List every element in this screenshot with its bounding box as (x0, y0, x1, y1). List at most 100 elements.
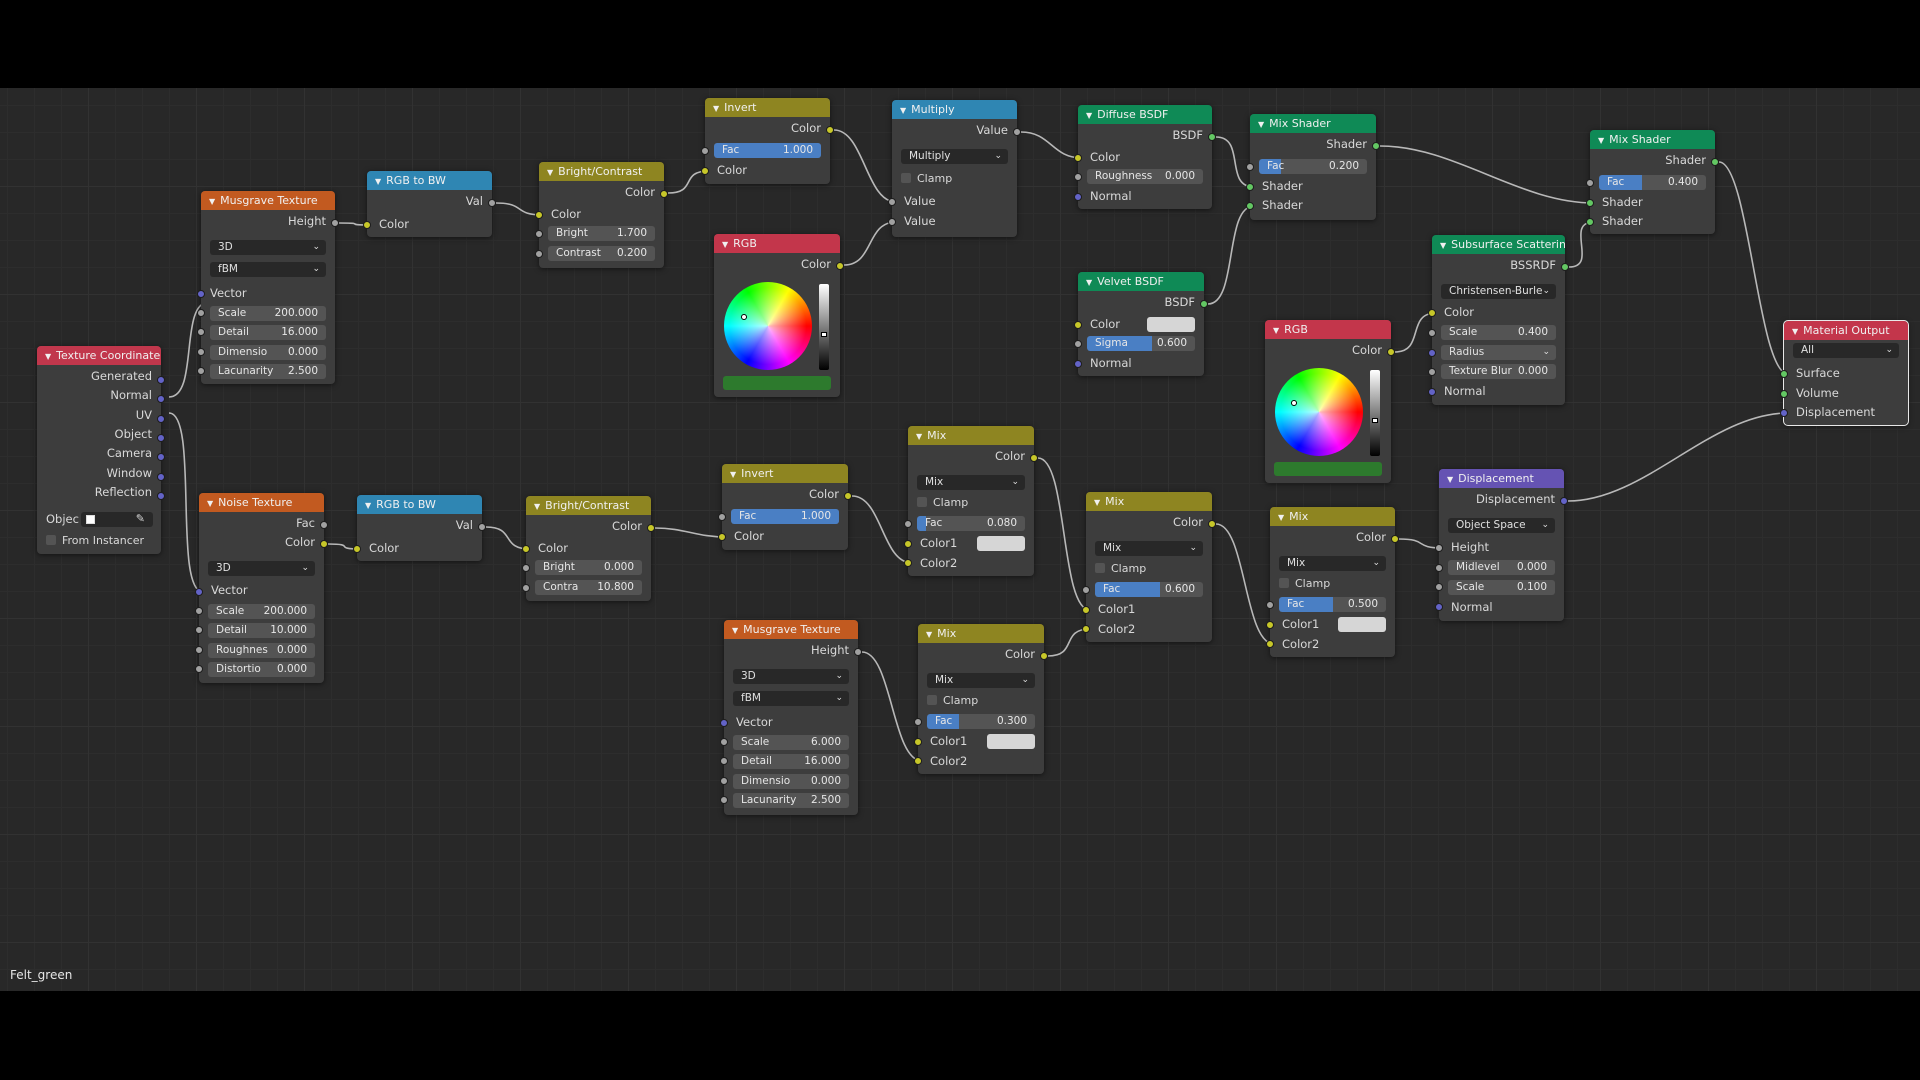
node-rgb[interactable]: ▼RGB Color (714, 234, 844, 397)
socket-color-out[interactable] (1391, 535, 1399, 543)
node-displacement[interactable]: ▼Displacement Displacement Object Space⌄… (1435, 469, 1568, 621)
socket-color1[interactable] (904, 540, 912, 548)
socket-value-2[interactable] (888, 218, 896, 226)
eyedropper-icon[interactable]: ✎ (135, 512, 145, 525)
socket-scale[interactable] (195, 607, 203, 615)
dimensions-dropdown[interactable]: 3D⌄ (210, 240, 326, 255)
socket-vector[interactable] (195, 588, 203, 596)
node-header[interactable]: ▼RGB (1265, 320, 1391, 339)
socket-detail[interactable] (195, 626, 203, 634)
socket-fac[interactable] (320, 521, 328, 529)
socket-color-out[interactable] (1040, 652, 1048, 660)
node-rgb[interactable]: ▼RGB Color (1265, 320, 1395, 483)
socket-shader-out[interactable] (1372, 142, 1380, 150)
socket-color2[interactable] (1082, 625, 1090, 633)
blend-mode-dropdown[interactable]: Mix⌄ (1095, 541, 1203, 556)
socket-color-out[interactable] (660, 190, 668, 198)
socket-height[interactable] (1435, 544, 1443, 552)
node-header[interactable]: ▼Mix (1270, 507, 1395, 526)
socket-color2[interactable] (1266, 640, 1274, 648)
node-noise-texture[interactable]: ▼Noise Texture Fac Color 3D⌄ Vector Scal… (195, 493, 328, 683)
node-header[interactable]: ▼Displacement (1439, 469, 1564, 488)
node-header[interactable]: ▼Invert (705, 98, 830, 117)
socket-height[interactable] (854, 648, 862, 656)
dimensions-dropdown[interactable]: 3D⌄ (208, 561, 315, 576)
node-header[interactable]: ▼Musgrave Texture (724, 620, 858, 639)
socket-lacunarity[interactable] (197, 367, 205, 375)
socket-midlevel[interactable] (1435, 564, 1443, 572)
socket-object[interactable] (157, 434, 165, 442)
socket-dimension[interactable] (720, 777, 728, 785)
socket-shader-1[interactable] (1586, 199, 1594, 207)
node-subsurface-scattering[interactable]: ▼Subsurface Scattering BSSRDF Christense… (1428, 235, 1569, 405)
socket-val[interactable] (478, 523, 486, 531)
socket-contrast[interactable] (522, 584, 530, 592)
socket-normal[interactable] (157, 395, 165, 403)
node-header[interactable]: ▼RGB to BW (357, 495, 482, 514)
socket-window[interactable] (157, 473, 165, 481)
blend-mode-dropdown[interactable]: Mix⌄ (1279, 556, 1386, 571)
socket-color[interactable] (320, 540, 328, 548)
clamp-checkbox[interactable]: Clamp (1279, 576, 1330, 591)
node-header[interactable]: ▼Mix (1086, 492, 1212, 511)
socket-color1[interactable] (914, 738, 922, 746)
node-header[interactable]: ▼Material Output (1784, 321, 1908, 340)
socket-color-out[interactable] (647, 524, 655, 532)
socket-uv[interactable] (157, 415, 165, 423)
node-header[interactable]: ▼RGB to BW (367, 171, 492, 190)
socket-vector[interactable] (197, 290, 205, 298)
from-instancer-checkbox[interactable]: From Instancer (46, 533, 144, 548)
socket-normal[interactable] (1074, 193, 1082, 201)
socket-sigma[interactable] (1074, 340, 1082, 348)
socket-fac[interactable] (1266, 601, 1274, 609)
color-picker-dot[interactable] (1291, 400, 1297, 406)
socket-displacement[interactable] (1560, 497, 1568, 505)
socket-color-out[interactable] (1208, 520, 1216, 528)
type-dropdown[interactable]: fBM⌄ (733, 691, 849, 706)
socket-roughness[interactable] (195, 646, 203, 654)
socket-color[interactable] (1428, 309, 1436, 317)
color-swatch[interactable] (1147, 317, 1195, 332)
value-slider[interactable] (819, 284, 829, 370)
socket-lacunarity[interactable] (720, 796, 728, 804)
socket-detail[interactable] (720, 757, 728, 765)
socket-camera[interactable] (157, 453, 165, 461)
socket-fac[interactable] (1586, 179, 1594, 187)
radius-dropdown[interactable]: Radius⌄ (1441, 345, 1556, 360)
node-multiply[interactable]: ▼Multiply Value Multiply⌄ Clamp Value Va… (888, 100, 1021, 237)
socket-reflection[interactable] (157, 492, 165, 500)
socket-bsdf[interactable] (1208, 133, 1216, 141)
socket-shader-1[interactable] (1246, 183, 1254, 191)
blend-mode-dropdown[interactable]: Mix⌄ (917, 475, 1025, 490)
value-knob[interactable] (821, 332, 827, 337)
color-wheel[interactable] (1275, 368, 1363, 456)
node-header[interactable]: ▼Mix (908, 426, 1034, 445)
socket-generated[interactable] (157, 376, 165, 384)
socket-shader-2[interactable] (1246, 202, 1254, 210)
color-wheel[interactable] (724, 282, 812, 370)
node-header[interactable]: ▼Subsurface Scattering (1432, 235, 1565, 254)
socket-color2[interactable] (914, 757, 922, 765)
socket-color1[interactable] (1082, 606, 1090, 614)
socket-color1[interactable] (1266, 621, 1274, 629)
